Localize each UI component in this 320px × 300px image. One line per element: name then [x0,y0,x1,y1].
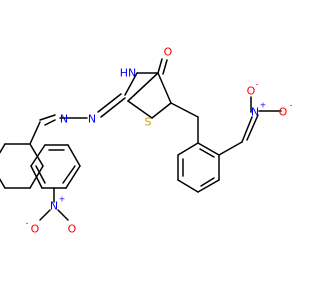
right-nitro-nitrogen-label: N [251,106,259,119]
bottom-left-oxygen-label: O [31,223,40,236]
ortho-nitrobenzyl [170,96,282,193]
hydrazone-chain [29,93,126,145]
right-nitro-oxygen-charge: - [290,101,293,110]
nitro-top-oxygen-label: O [247,85,256,98]
bottom-nitro-nitrogen-charge: + [59,195,66,204]
carbonyl-oxygen-label: O [164,46,173,59]
chemical-structure: O - N + O - O HN N N S N + O - O [0,46,293,236]
ring-nh-label: HN [120,67,137,80]
right-nitro-oxygen-label: O [279,106,288,119]
hydrazone-nitrogen-2-label: N [60,113,68,126]
ring-sulfur-label: S [145,116,152,129]
bottom-nitro-nitrogen-label: N [50,200,58,213]
para-nitrophenyl-ring [30,144,81,221]
hydrazone-nitrogen-1-label: N [88,113,96,126]
nitro-top-oxygen-charge: - [256,80,259,89]
right-nitro-nitrogen-charge: + [260,101,267,110]
atom-labels: O - N + O - O HN N N S N + O - O [26,46,293,236]
bottom-left-oxygen-charge: - [26,219,29,228]
thiazolidinone-ring [124,58,172,119]
bottom-right-oxygen-label: O [68,223,77,236]
